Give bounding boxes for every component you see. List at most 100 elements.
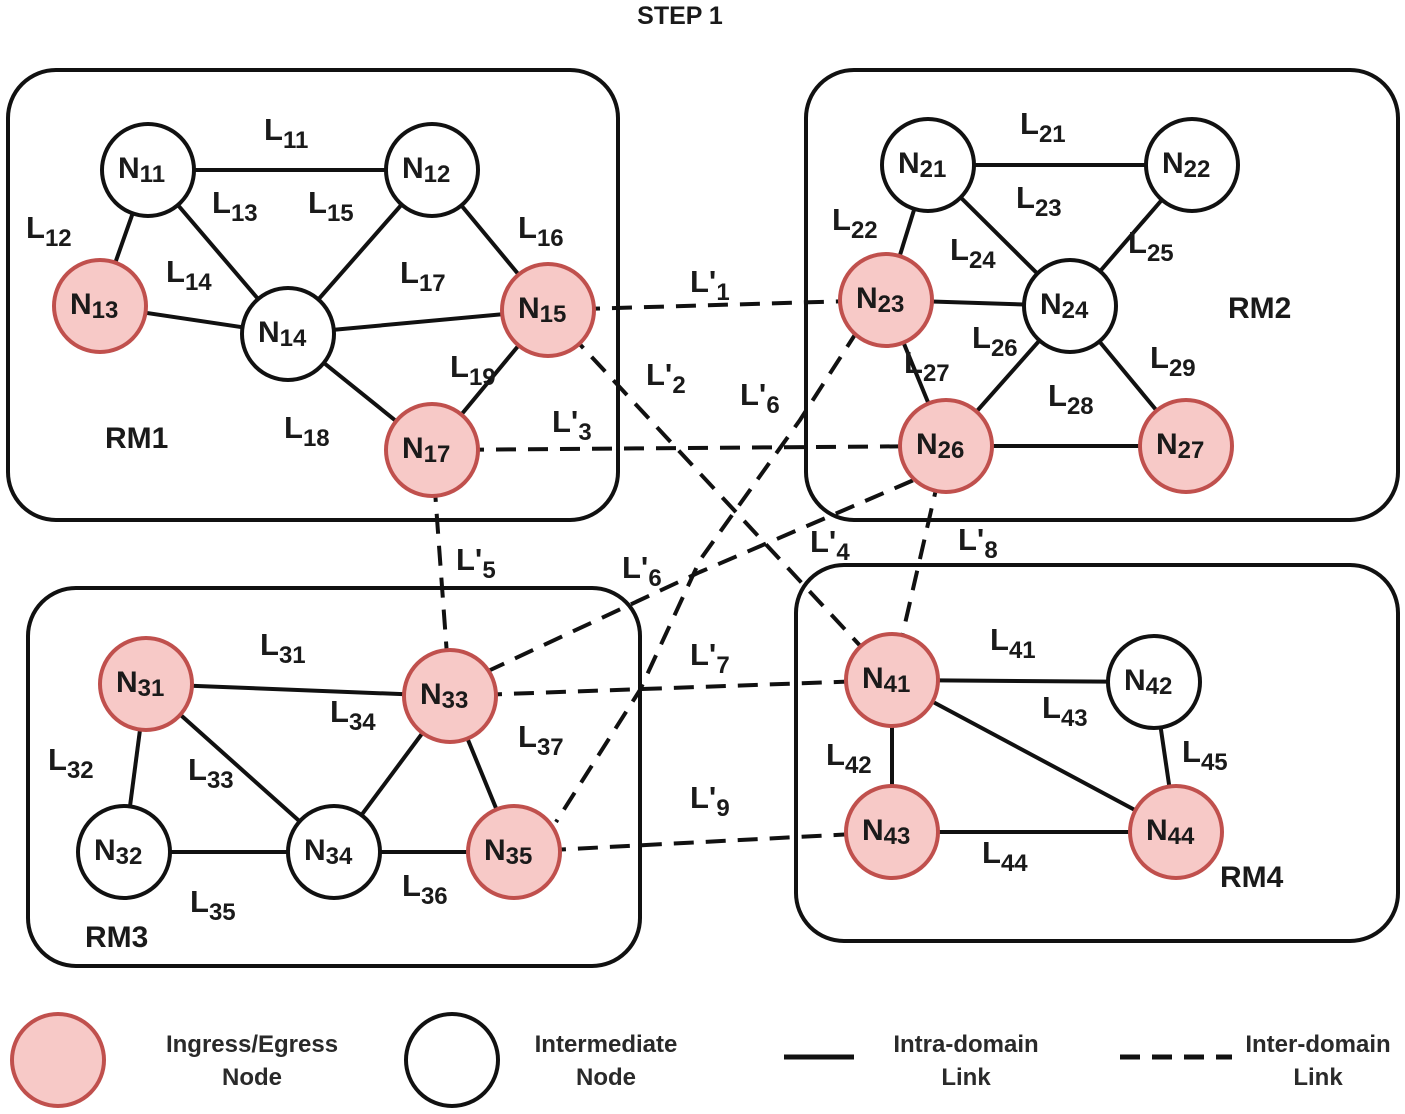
link-label-lp6: L'6 — [740, 377, 780, 419]
node-n32 — [76, 804, 172, 900]
link-label-l25: L25 — [1128, 225, 1174, 267]
link-label-extra-0: L'6 — [622, 550, 662, 592]
legend-text-inter-link-0: Inter-domain — [1245, 1031, 1390, 1058]
node-n11 — [100, 122, 196, 218]
diagram-title: STEP 1 — [637, 2, 723, 30]
node-n33 — [402, 648, 498, 744]
link-label-l27: L27 — [904, 345, 950, 387]
node-label-n41: N41 — [862, 662, 910, 698]
domain-box-rm1 — [6, 68, 620, 522]
link-label-lp2: L'2 — [646, 357, 686, 399]
node-label-n35: N35 — [484, 834, 532, 870]
link-label-l13: L13 — [212, 185, 258, 227]
legend-text-ingress-node-1: Node — [222, 1064, 282, 1091]
link-label-l41: L41 — [990, 622, 1036, 664]
node-label-n24: N24 — [1040, 288, 1089, 324]
node-label-n43: N43 — [862, 814, 910, 850]
legend-text-intermediate-node-0: Intermediate — [535, 1031, 678, 1058]
inter-domain-link-n33-n41 — [449, 678, 893, 698]
intra-domain-link-n31-n33 — [145, 682, 451, 698]
domain-box-rm4 — [794, 563, 1400, 943]
link-label-lp5: L'5 — [456, 542, 496, 584]
link-label-l36: L36 — [402, 868, 448, 910]
link-label-l22: L22 — [832, 202, 878, 244]
link-label-l31: L31 — [260, 627, 306, 669]
node-n14 — [240, 286, 336, 382]
domain-label-rm3: RM3 — [85, 921, 148, 954]
node-n12 — [384, 122, 480, 218]
inter-domain-link-n23-n35 — [554, 328, 860, 824]
link-label-lp4: L'4 — [810, 524, 850, 566]
link-label-lp9: L'9 — [690, 780, 730, 822]
node-label-n14: N14 — [258, 316, 307, 352]
node-n17 — [384, 402, 480, 498]
legend-ingress-swatch — [10, 1012, 106, 1108]
link-label-l32: L32 — [48, 742, 94, 784]
links — [98, 163, 1194, 854]
link-label-l34: L34 — [330, 694, 376, 736]
domain-label-rm1: RM1 — [105, 422, 168, 455]
legend-intermediate-swatch — [404, 1012, 500, 1108]
node-n23 — [838, 252, 934, 348]
node-n15 — [500, 262, 596, 358]
node-n27 — [1138, 398, 1234, 494]
node-n35 — [466, 804, 562, 900]
link-label-l35: L35 — [190, 884, 236, 926]
link-label-l26: L26 — [972, 320, 1018, 362]
link-label-l24: L24 — [950, 232, 996, 274]
node-n41 — [844, 632, 940, 728]
node-label-n33: N33 — [420, 678, 468, 714]
link-label-l14: L14 — [166, 254, 212, 296]
node-label-n13: N13 — [70, 288, 118, 324]
node-label-n26: N26 — [916, 428, 964, 464]
link-label-l43: L43 — [1042, 690, 1088, 732]
node-label-n34: N34 — [304, 834, 353, 870]
link-label-l16: L16 — [518, 210, 564, 252]
link-label-lp8: L'8 — [958, 522, 998, 564]
link-label-l19: L19 — [450, 349, 496, 391]
node-n44 — [1128, 784, 1224, 880]
node-n26 — [898, 398, 994, 494]
node-n34 — [286, 804, 382, 900]
link-label-l45: L45 — [1182, 734, 1228, 776]
node-label-n15: N15 — [518, 292, 566, 328]
legend-text-intra-link-0: Intra-domain — [893, 1031, 1038, 1058]
node-n24 — [1022, 258, 1118, 354]
node-label-n27: N27 — [1156, 428, 1204, 464]
link-label-l44: L44 — [982, 835, 1028, 877]
node-n22 — [1144, 117, 1240, 213]
node-label-n12: N12 — [402, 152, 450, 188]
link-label-lp3: L'3 — [552, 404, 592, 446]
domain-label-rm2: RM2 — [1228, 292, 1291, 325]
link-label-l29: L29 — [1150, 340, 1196, 382]
node-n43 — [844, 784, 940, 880]
inter-domain-link-n35-n43 — [513, 830, 893, 854]
node-label-n17: N17 — [402, 432, 450, 468]
node-label-n23: N23 — [856, 282, 904, 318]
inter-domain-link-n17-n26 — [431, 444, 947, 452]
link-label-l42: L42 — [826, 737, 872, 779]
domain-label-rm4: RM4 — [1220, 861, 1284, 894]
inter-domain-link-n15-n23 — [547, 298, 887, 312]
legend: Ingress/EgressNodeIntermediateNodeIntra-… — [10, 1012, 1391, 1108]
node-label-n42: N42 — [1124, 664, 1172, 700]
link-label-l33: L33 — [188, 752, 234, 794]
node-label-n11: N11 — [118, 152, 165, 188]
link-label-l11: L11 — [264, 112, 308, 154]
link-label-l28: L28 — [1048, 378, 1094, 420]
node-n21 — [880, 117, 976, 213]
node-n42 — [1106, 634, 1202, 730]
node-label-n31: N31 — [116, 666, 164, 702]
node-label-n22: N22 — [1162, 147, 1210, 183]
link-label-l23: L23 — [1016, 180, 1062, 222]
intra-domain-link-n41-n44 — [891, 678, 1177, 834]
link-label-l18: L18 — [284, 410, 330, 452]
link-label-l37: L37 — [518, 719, 564, 761]
node-label-n44: N44 — [1146, 814, 1195, 850]
link-label-l17: L17 — [400, 255, 446, 297]
inter-domain-link-n15-n41 — [546, 308, 894, 682]
